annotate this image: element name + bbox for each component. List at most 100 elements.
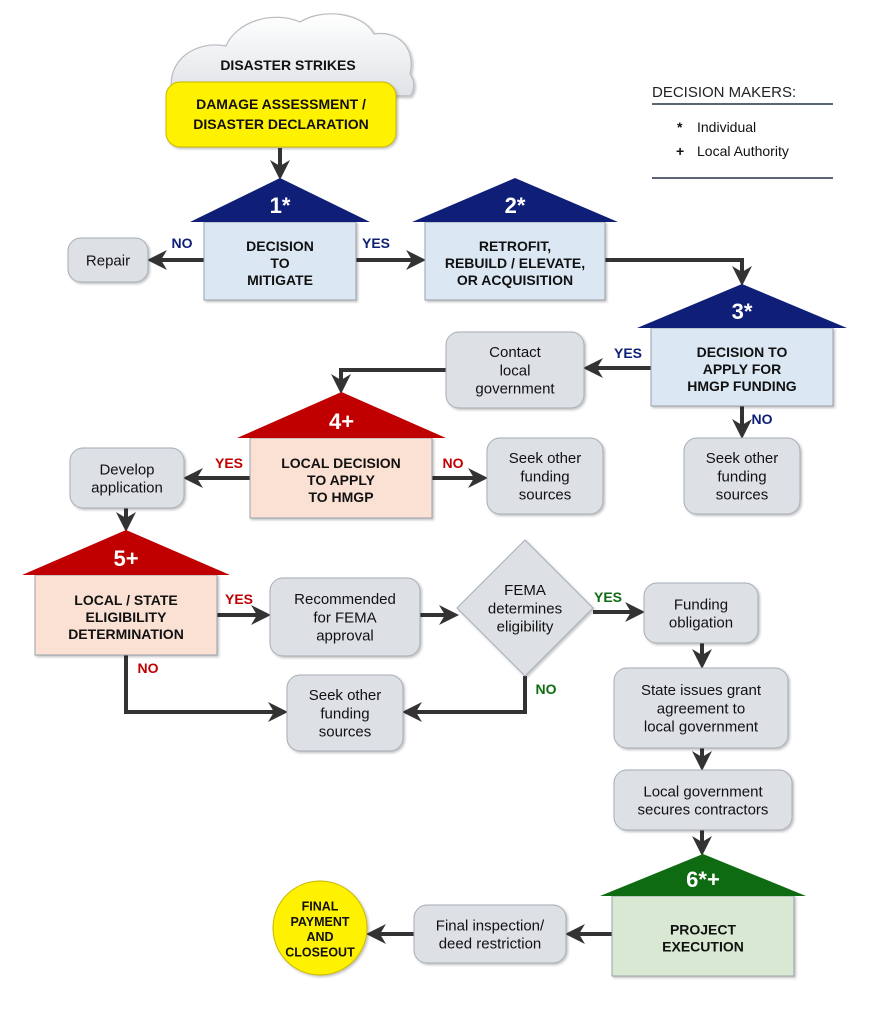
house-roof: [190, 178, 370, 222]
house-roof: [22, 530, 230, 575]
house-number: 3*: [732, 299, 753, 324]
edge-h2-to-h3: [605, 258, 752, 286]
step-label-line: Develop: [99, 461, 154, 478]
step-contractors: Local government secures contractors: [613, 769, 793, 831]
step-label-line: sources: [716, 487, 769, 504]
edge-contact-to-h4: [331, 368, 446, 394]
house-label-line: APPLY FOR: [703, 361, 782, 377]
house-label-line: OR ACQUISITION: [457, 272, 573, 288]
house-number: 6*+: [686, 867, 720, 892]
step-box: [67, 237, 149, 283]
legend-label-local-authority: Local Authority: [697, 143, 789, 159]
step-box: [643, 582, 759, 644]
step-label-line: Final inspection/: [436, 917, 545, 934]
diamond-label-line: determines: [488, 600, 562, 617]
damage-assessment-banner: DAMAGE ASSESSMENT / DISASTER DECLARATION: [165, 81, 397, 148]
step-label-line: for FEMA: [313, 609, 376, 626]
step-label-line: Local government: [643, 783, 763, 800]
cloud-label: DISASTER STRIKES: [220, 57, 355, 73]
edge-label-h5-yes: YES: [225, 591, 253, 607]
step-box: [683, 437, 801, 515]
step-label-line: State issues grant: [641, 682, 762, 699]
house-label-line: EXECUTION: [662, 939, 744, 955]
house-label-line: TO: [270, 255, 289, 271]
house-label-line: HMGP FUNDING: [687, 378, 797, 394]
house-label-line: TO HMGP: [308, 489, 373, 505]
decision-house-2: 2* RETROFIT,REBUILD / ELEVATE,OR ACQUISIT…: [412, 178, 618, 301]
disaster-strikes-cloud: DISASTER STRIKES: [170, 13, 415, 97]
step-inspection: Final inspection/deed restriction: [413, 904, 567, 964]
edge-label-h5-no: NO: [138, 660, 159, 676]
house-number: 4+: [329, 409, 354, 434]
step-box: [613, 769, 793, 831]
legend: DECISION MAKERS: * Individual + Local Au…: [652, 84, 833, 179]
step-label-line: local government: [644, 719, 759, 736]
house-number: 1*: [270, 193, 291, 218]
house-label-line: LOCAL / STATE: [74, 592, 177, 608]
diamond-label-line: eligibility: [497, 619, 554, 636]
house-roof: [600, 854, 806, 896]
house-label-line: PROJECT: [670, 922, 737, 938]
step-label-line: funding: [717, 468, 766, 485]
diamond-shape: [456, 539, 594, 677]
house-roof: [412, 178, 618, 222]
step-box: [486, 437, 604, 515]
step-box: [269, 577, 421, 657]
house-roof: [637, 284, 847, 328]
house-label-line: TO APPLY: [307, 472, 376, 488]
final-label-line: PAYMENT: [290, 915, 349, 929]
step-label-line: secures contractors: [638, 802, 769, 819]
house-body: [650, 327, 834, 407]
edge-label-h1-yes: YES: [362, 235, 390, 251]
edge-label-h4-yes: YES: [215, 455, 243, 471]
step-label-line: obligation: [669, 615, 733, 632]
step-box: [413, 904, 567, 964]
final-label-line: CLOSEOUT: [285, 945, 355, 959]
step-label-line: sources: [319, 724, 372, 741]
step-box: [286, 674, 404, 752]
step-label-line: Seek other: [509, 450, 582, 467]
step-label-line: Seek other: [309, 687, 382, 704]
edge-label-h3-yes: YES: [614, 345, 642, 361]
house-label-line: LOCAL DECISION: [281, 455, 401, 471]
legend-title: DECISION MAKERS:: [652, 84, 796, 101]
edge-label-h3-no: NO: [752, 411, 773, 427]
step-repair: Repair: [67, 237, 149, 283]
house-body: [203, 221, 357, 301]
edge-label-fema-yes: YES: [594, 589, 622, 605]
connectors: [116, 148, 752, 944]
house-number: 2*: [505, 193, 526, 218]
banner-line-2: DISASTER DECLARATION: [193, 116, 369, 132]
house-label-line: RETROFIT,: [479, 238, 551, 254]
step-label-line: funding: [320, 705, 369, 722]
step-box: [445, 331, 585, 409]
step-label-line: funding: [520, 468, 569, 485]
legend-symbol-individual: *: [677, 119, 683, 135]
house-roof: [237, 392, 446, 438]
step-label-line: Recommended: [294, 591, 396, 608]
final-label-line: AND: [306, 930, 333, 944]
house-label-line: DETERMINATION: [68, 626, 184, 642]
house-label-line: DECISION TO: [697, 344, 788, 360]
step-label-line: approval: [316, 628, 374, 645]
house-label-line: REBUILD / ELEVATE,: [445, 255, 585, 271]
step-label-line: Contact: [489, 344, 542, 361]
legend-symbol-local-authority: +: [676, 143, 684, 159]
house-label-line: DECISION: [246, 238, 314, 254]
step-label-line: government: [475, 381, 555, 398]
step-label-line: Repair: [86, 252, 130, 269]
